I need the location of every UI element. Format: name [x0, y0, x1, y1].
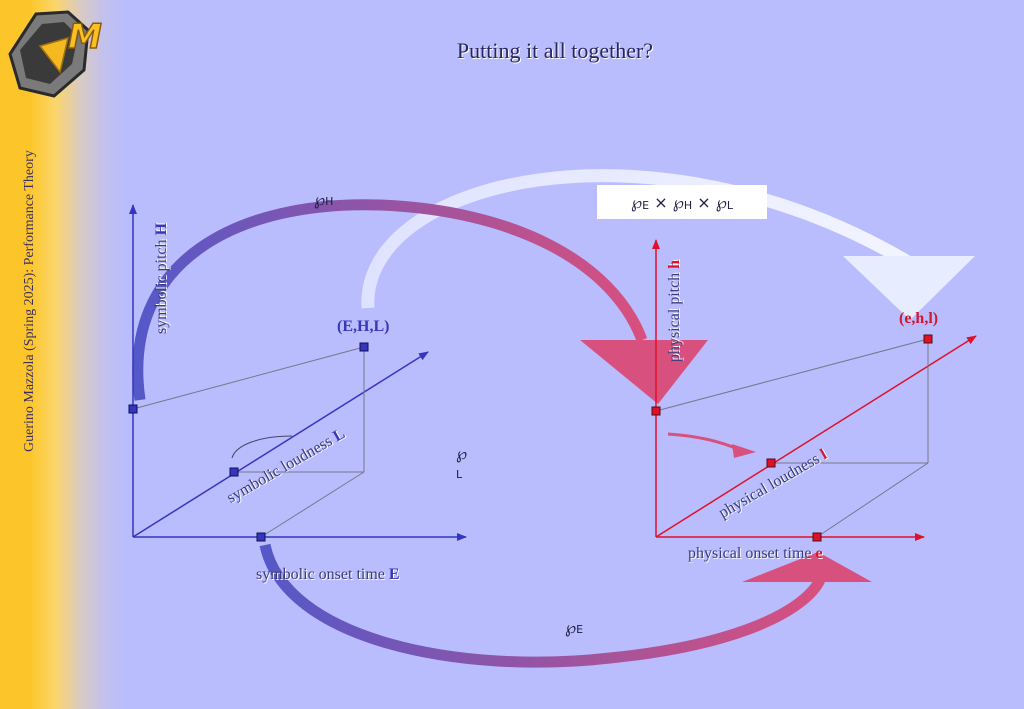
- product-sub-e: E: [642, 198, 650, 212]
- physical-pitch-label: physical pitch h: [666, 259, 683, 362]
- loudness-curve: [231, 435, 293, 459]
- svg-text:M: M: [68, 17, 102, 57]
- symbolic-point-label: (E,H,L): [337, 318, 390, 335]
- map-label-loudness: ℘L: [456, 444, 468, 481]
- onset-mapping-arrow: [259, 543, 825, 668]
- symbolic-projection: [260, 471, 365, 538]
- map-label-pitch: ℘H: [314, 190, 334, 209]
- light-mapping-arrowhead: [843, 256, 975, 320]
- m-hexagon-logo-icon: M: [8, 10, 103, 98]
- product-symbol: ℘: [630, 192, 643, 212]
- symbolic-point-ehl: [359, 342, 369, 352]
- physical-point-ehl: [923, 334, 933, 344]
- product-symbol: ℘: [715, 192, 727, 212]
- times-sign: ×: [654, 192, 668, 212]
- physical-point-e: [812, 532, 822, 542]
- physical-projection: [655, 338, 929, 412]
- symbolic-projection: [132, 346, 365, 410]
- times-sign: ×: [697, 192, 711, 212]
- product-map-box: ℘E × ℘H × ℘L: [597, 185, 767, 219]
- onset-mapping-arrowhead: [742, 552, 872, 582]
- product-sub-h: H: [683, 198, 693, 212]
- symbolic-onset-label: symbolic onset time E: [256, 566, 400, 583]
- product-sub-l: L: [726, 198, 734, 212]
- symbolic-point-h: [128, 404, 138, 414]
- loudness-mapping-arrowhead: [732, 444, 756, 458]
- sidebar: M Guerino Mazzola (Spring 2025): Perform…: [0, 0, 125, 709]
- loudness-mapping-arrow: [667, 432, 741, 452]
- pitch-mapping-arrowhead: [580, 340, 708, 404]
- map-label-onset: ℘E: [565, 618, 584, 637]
- physical-onset-label: physical onset time e: [688, 545, 823, 562]
- symbolic-point-e: [256, 532, 266, 542]
- physical-point-label: (e,h,l): [899, 310, 939, 327]
- physical-projection: [816, 462, 929, 538]
- product-symbol: ℘: [672, 192, 684, 212]
- symbolic-point-l: [229, 467, 239, 477]
- physical-point-h: [651, 406, 661, 416]
- physical-point-l: [766, 458, 776, 468]
- symbolic-pitch-label: symbolic pitch H: [153, 222, 170, 334]
- light-mapping-arrow: [361, 169, 912, 309]
- slide-title: Putting it all together?: [456, 38, 654, 63]
- pitch-mapping-arrow: [132, 199, 648, 401]
- physical-loudness-axis: [655, 335, 977, 538]
- symbolic-loudness-axis: [132, 351, 429, 538]
